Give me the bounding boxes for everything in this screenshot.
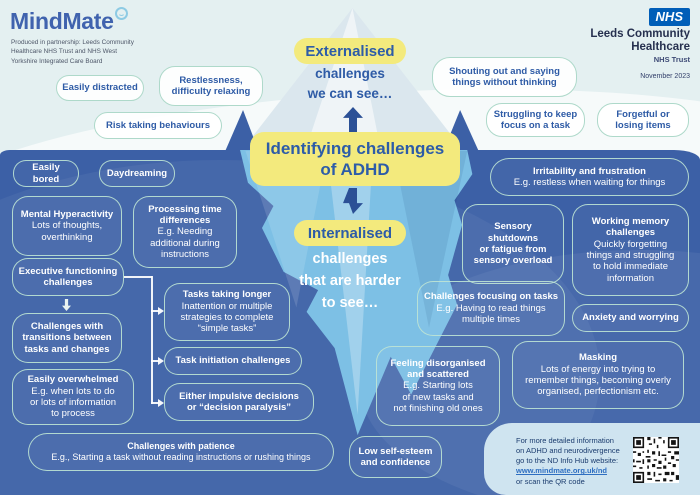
bubble-body: E.g. when lots to do or lots of informat… bbox=[29, 385, 117, 420]
qr-code bbox=[633, 437, 679, 483]
smiley-icon bbox=[114, 7, 128, 20]
bubble-sensory-shutdowns: Sensory shutdowns or fatigue from sensor… bbox=[462, 204, 564, 284]
bubble-title: Daydreaming bbox=[106, 167, 168, 179]
info-text-lines: For more detailed information on ADHD an… bbox=[516, 436, 620, 466]
bubble-title: Challenges with patience bbox=[127, 441, 235, 452]
bubble-executive-functioning: Executive functioning challenges bbox=[12, 258, 124, 296]
bubble-impulsive-decisions: Either impulsive decisions or “decision … bbox=[164, 383, 314, 421]
nhs-trust-label: NHS Trust bbox=[653, 55, 690, 65]
publication-date: November 2023 bbox=[640, 73, 690, 81]
bubble-body: Lots of energy into trying to remember t… bbox=[525, 363, 671, 398]
externalised-label: Externalised bbox=[294, 38, 406, 64]
bubble-title: Easily bored bbox=[32, 162, 60, 185]
bubble-shouting-out: Shouting out and saying things without t… bbox=[432, 57, 577, 97]
bubble-title: Irritability and frustration bbox=[533, 165, 646, 177]
bubble-body: E.g. Needing additional during instructi… bbox=[150, 226, 220, 261]
nhs-header: NHS Leeds Community Healthcare NHS Trust… bbox=[590, 8, 690, 80]
bubble-struggling-focus: Struggling to keep focus on a task bbox=[486, 103, 585, 137]
internalised-subtext: challenges that are harder to see… bbox=[299, 251, 401, 311]
mindmate-logo: MindMate bbox=[10, 7, 128, 35]
info-link[interactable]: www.mindmate.org.uk/nd bbox=[516, 466, 607, 476]
bubble-body: E.g. restless when waiting for things bbox=[513, 177, 666, 188]
bubble-easily-bored: Easily bored bbox=[13, 160, 79, 187]
bubble-body: Lots of thoughts, overthinking bbox=[31, 220, 103, 243]
bubble-body: Quickly forgetting things and struggling… bbox=[586, 238, 675, 284]
bubble-body: E.g. Starting lots of new tasks and not … bbox=[393, 380, 483, 415]
info-text-qr-line: or scan the QR code bbox=[516, 476, 585, 486]
bubble-title: Challenges focusing on tasks bbox=[423, 291, 559, 303]
bubble-transitions: Challenges with transitions between task… bbox=[12, 313, 122, 363]
connector-arrowhead-icon bbox=[158, 307, 164, 315]
bubble-body: E.g., Starting a task without reading in… bbox=[51, 452, 311, 462]
bubble-anxiety: Anxiety and worrying bbox=[572, 304, 689, 332]
bubble-title: Either impulsive decisions or “decision … bbox=[179, 390, 299, 413]
bubble-self-esteem: Low self-esteem and confidence bbox=[349, 436, 442, 478]
bubble-forgetful: Forgetful or losing items bbox=[597, 103, 689, 137]
bubble-title: Anxiety and worrying bbox=[582, 312, 679, 324]
bubble-body: E.g. Having to read things multiple time… bbox=[436, 302, 546, 326]
bubble-title: Sensory shutdowns or fatigue from sensor… bbox=[473, 221, 553, 267]
bubble-restlessness: Restlessness, difficulty relaxing bbox=[159, 66, 263, 106]
mindmate-logo-text: MindMate bbox=[10, 8, 114, 34]
bubble-title: Working memory challenges bbox=[591, 215, 670, 239]
bubble-title: Tasks taking longer bbox=[182, 289, 272, 301]
bubble-easily-distracted: Easily distracted bbox=[56, 75, 144, 101]
connector-line bbox=[151, 360, 159, 362]
main-title: Identifying challenges of ADHD bbox=[250, 132, 460, 186]
connector-arrowhead-icon bbox=[158, 357, 164, 365]
bubble-task-initiation: Task initiation challenges bbox=[164, 347, 302, 375]
partnership-text: Produced in partnership: Leeds Community… bbox=[11, 39, 134, 65]
connector-line bbox=[151, 310, 159, 312]
connector-arrowhead-icon bbox=[158, 399, 164, 407]
bubble-title: Masking bbox=[578, 352, 617, 364]
connector-line bbox=[124, 276, 152, 278]
bubble-daydreaming: Daydreaming bbox=[99, 160, 175, 187]
connector-line bbox=[151, 402, 159, 404]
bubble-title: Task initiation challenges bbox=[175, 355, 291, 367]
info-text: For more detailed information on ADHD an… bbox=[516, 436, 640, 487]
internalised-label: Internalised bbox=[294, 220, 406, 246]
bubble-title: Mental Hyperactivity bbox=[20, 208, 114, 220]
bubble-title: Challenges with transitions between task… bbox=[22, 320, 112, 355]
bubble-risk-taking: Risk taking behaviours bbox=[94, 112, 222, 139]
externalised-subtext: challenges we can see… bbox=[307, 66, 393, 102]
bubble-title: Feeling disorganised and scattered bbox=[390, 357, 486, 380]
bubble-title: Processing time differences bbox=[148, 203, 222, 226]
bubble-title: Easily overwhelmed bbox=[27, 374, 119, 386]
bubble-title: Low self-esteem and confidence bbox=[358, 445, 433, 468]
bubble-title: Executive functioning challenges bbox=[18, 265, 118, 288]
nhs-org-name: Leeds Community Healthcare bbox=[590, 28, 690, 54]
nhs-logo: NHS bbox=[648, 8, 690, 26]
connector-line bbox=[151, 276, 153, 404]
mini-down-arrow-icon bbox=[62, 299, 71, 311]
bubble-body: Inattention or multiple strategies to co… bbox=[180, 300, 274, 335]
